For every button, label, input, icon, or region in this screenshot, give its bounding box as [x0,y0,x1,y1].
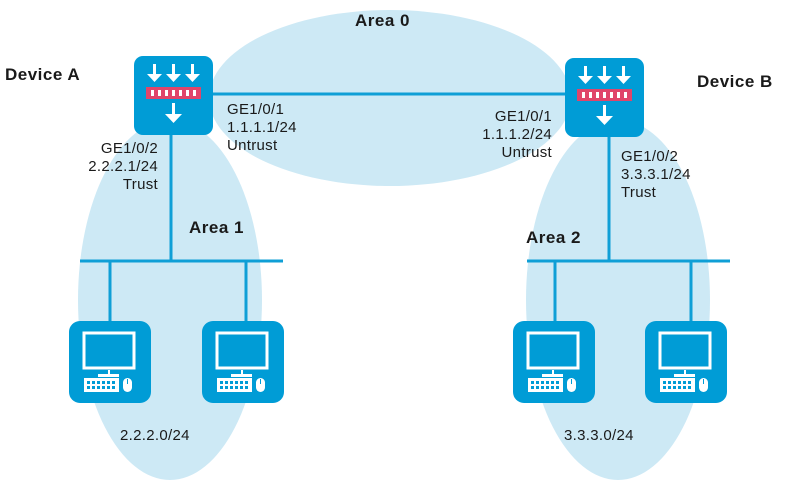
device-a-name: Device A [5,65,81,84]
port-label: GE1/0/2 [100,140,158,157]
ip-label: 2.2.2.1/24 [88,158,158,175]
ip-label: 1.1.1.2/24 [482,126,552,143]
device-b-untrust-interface: GE1/0/1 1.1.1.2/24 Untrust [482,108,552,162]
firewall-icon[interactable] [565,58,644,137]
device-b-name: Device B [697,72,773,91]
zone-label: Trust [122,176,158,193]
device-a-untrust-interface: GE1/0/1 1.1.1.1/24 Untrust [227,101,297,155]
ip-label: 1.1.1.1/24 [227,119,297,136]
pc-icon[interactable] [200,319,286,405]
subnet-1-label: 2.2.2.0/24 [120,427,190,444]
area-0-region [209,10,571,186]
port-label: GE1/0/2 [621,148,679,165]
zone-label: Trust [621,184,657,201]
pc-icon[interactable] [643,319,729,405]
ip-label: 3.3.3.1/24 [621,166,691,183]
firewall-icon[interactable] [134,56,213,135]
area-0-label: Area 0 [355,11,410,30]
port-label: GE1/0/1 [494,108,552,125]
area-2-label: Area 2 [526,228,581,247]
subnet-2-label: 3.3.3.0/24 [564,427,634,444]
area-1-label: Area 1 [189,218,244,237]
pc-icon[interactable] [67,319,153,405]
device-a-trust-interface: GE1/0/2 2.2.2.1/24 Trust [88,140,158,194]
port-label: GE1/0/1 [227,101,285,118]
pc-icon[interactable] [511,319,597,405]
device-b-trust-interface: GE1/0/2 3.3.3.1/24 Trust [621,148,691,202]
zone-label: Untrust [227,137,278,154]
zone-label: Untrust [501,144,552,161]
